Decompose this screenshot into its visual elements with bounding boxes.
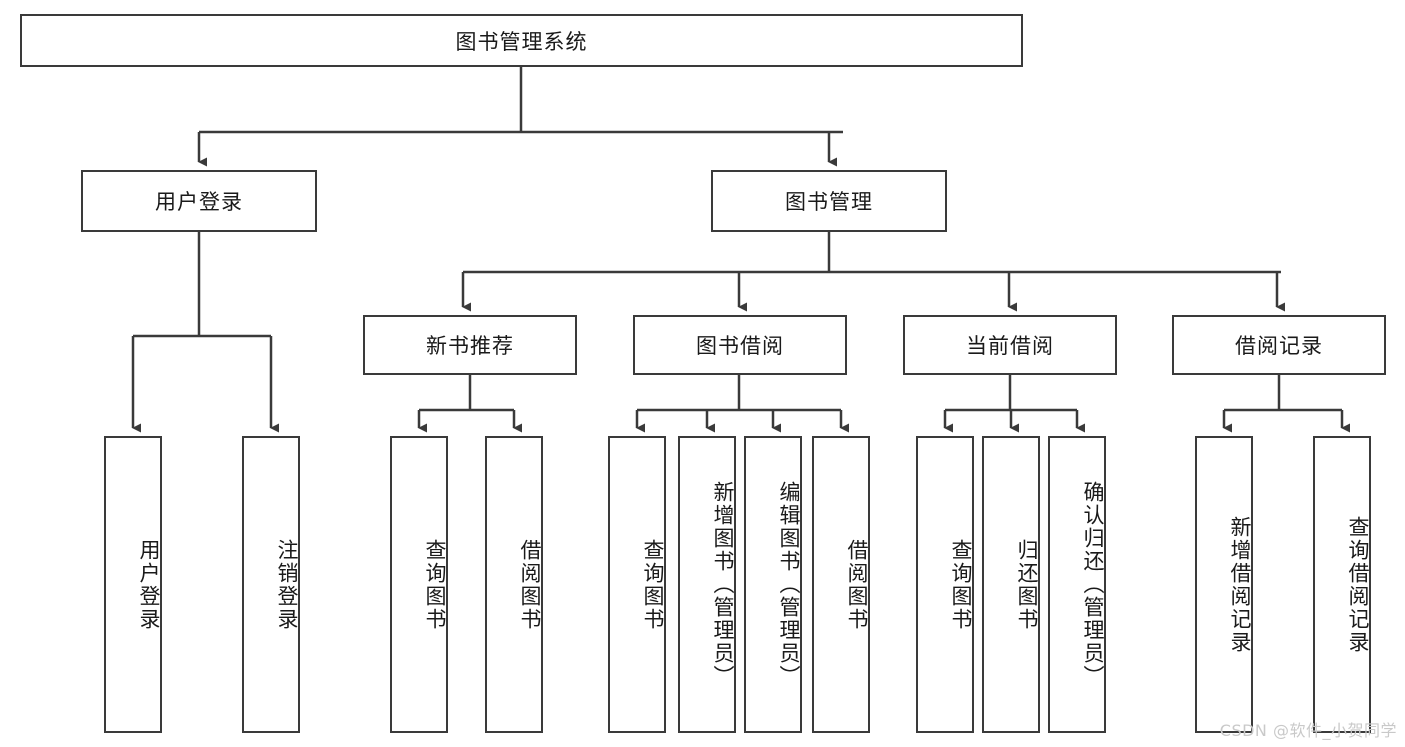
leaf-query-book-borrow[interactable]: 查询图书 xyxy=(608,436,666,733)
leaf-edit-book-admin[interactable]: 编辑图书（管理员） xyxy=(744,436,802,733)
leaf-query-book-newbook[interactable]: 查询图书 xyxy=(390,436,448,733)
leaf-add-borrow-record[interactable]: 新增借阅记录 xyxy=(1195,436,1253,733)
leaf-query-borrow-record[interactable]: 查询借阅记录 xyxy=(1313,436,1371,733)
leaf-query-book-current[interactable]: 查询图书 xyxy=(916,436,974,733)
node-root[interactable]: 图书管理系统 xyxy=(20,14,1023,67)
leaf-add-book-admin[interactable]: 新增图书（管理员） xyxy=(678,436,736,733)
csdn-watermark: CSDN @软件_小贺同学 xyxy=(1219,721,1397,740)
node-book-borrow[interactable]: 图书借阅 xyxy=(633,315,847,375)
leaf-confirm-return-admin[interactable]: 确认归还（管理员） xyxy=(1048,436,1106,733)
leaf-return-book[interactable]: 归还图书 xyxy=(982,436,1040,733)
node-user-login[interactable]: 用户登录 xyxy=(81,170,317,232)
leaf-user-login[interactable]: 用户登录 xyxy=(104,436,162,733)
node-new-book-recommend[interactable]: 新书推荐 xyxy=(363,315,577,375)
leaf-borrow-book-borrow[interactable]: 借阅图书 xyxy=(812,436,870,733)
node-borrow-record[interactable]: 借阅记录 xyxy=(1172,315,1386,375)
leaf-logout[interactable]: 注销登录 xyxy=(242,436,300,733)
leaf-borrow-book-newbook[interactable]: 借阅图书 xyxy=(485,436,543,733)
node-book-management[interactable]: 图书管理 xyxy=(711,170,947,232)
node-current-borrow[interactable]: 当前借阅 xyxy=(903,315,1117,375)
